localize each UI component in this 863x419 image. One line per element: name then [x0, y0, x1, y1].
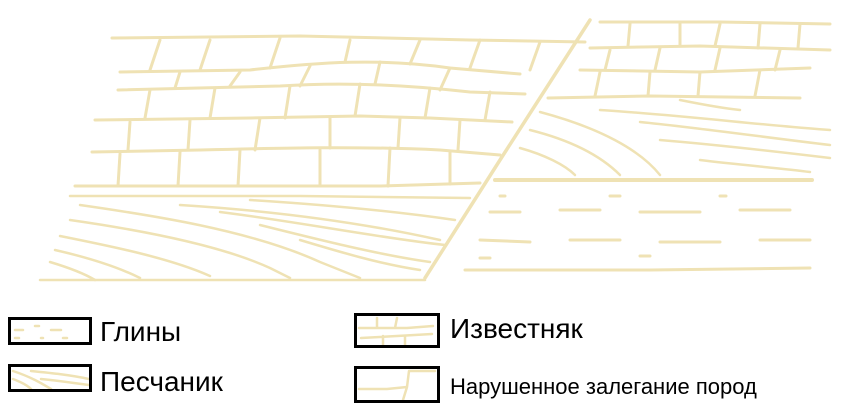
- legend-label-disturbed: Нарушенное залегание пород: [450, 374, 757, 399]
- left-block-limestone: [73, 34, 587, 188]
- right-block-limestone: [546, 20, 832, 100]
- legend-swatch-sandstone: [8, 364, 92, 392]
- legend-swatch-limestone: [354, 313, 440, 348]
- geological-section: [38, 18, 832, 282]
- left-block-sandstone: [38, 194, 472, 282]
- legend-swatch-disturbed: [354, 366, 440, 403]
- right-block-sandstone: [518, 98, 832, 177]
- right-block-clay: [463, 178, 814, 272]
- legend-label-sandstone: Песчаник: [100, 366, 223, 397]
- legend-label-clay: Глины: [100, 316, 182, 347]
- fault-line: [423, 18, 592, 280]
- legend-swatch-clay: [8, 317, 92, 345]
- legend-label-limestone: Известняк: [450, 313, 583, 344]
